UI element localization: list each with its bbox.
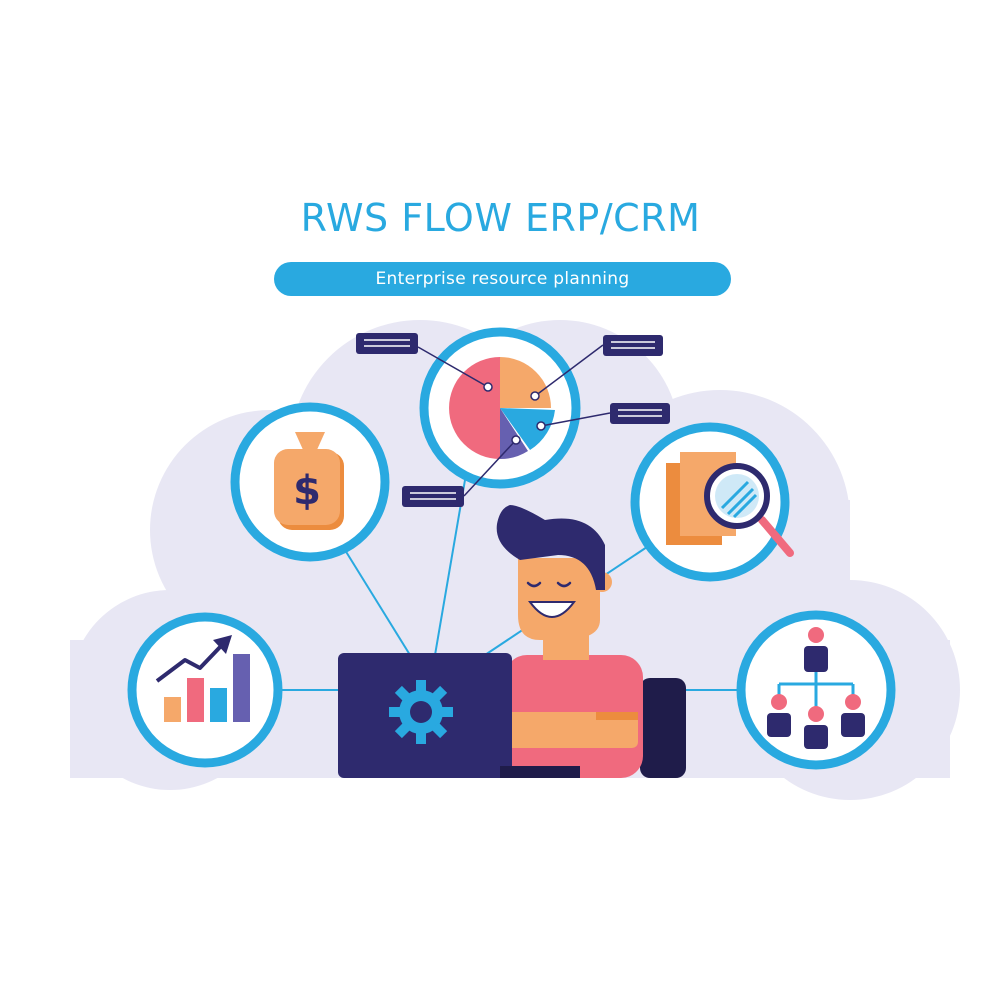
pie-chart-icon bbox=[356, 327, 670, 507]
svg-text:$: $ bbox=[293, 468, 321, 514]
org-chart-icon bbox=[736, 610, 896, 770]
laptop-gear-icon bbox=[338, 653, 580, 778]
document-search-icon bbox=[630, 422, 794, 582]
pie-label-tags bbox=[356, 333, 670, 507]
person-avatar bbox=[496, 505, 686, 778]
growth-bar-chart-icon bbox=[127, 612, 283, 768]
subtitle-badge: Enterprise resource planning bbox=[274, 262, 731, 296]
page-title: RWS FLOW ERP/CRM bbox=[300, 196, 701, 240]
money-bag-icon: $ bbox=[230, 402, 390, 562]
subtitle-text: Enterprise resource planning bbox=[375, 269, 630, 289]
